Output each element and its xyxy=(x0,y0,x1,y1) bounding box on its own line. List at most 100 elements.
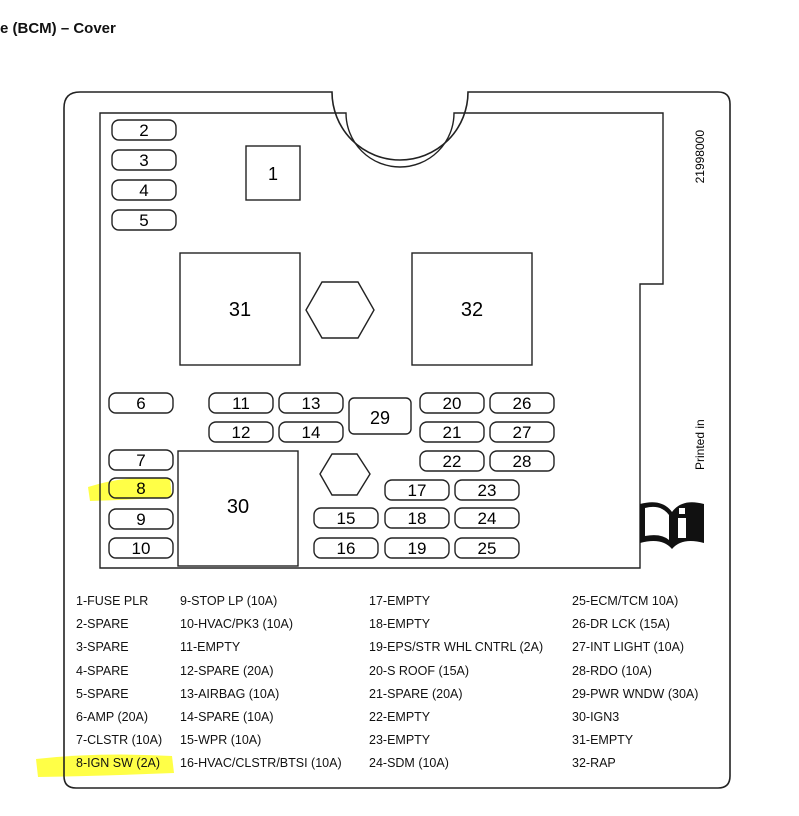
fuse-24: 24 xyxy=(454,507,520,529)
legend-item: 5-SPARE xyxy=(76,686,129,701)
fuse-label: 16 xyxy=(337,539,356,558)
legend-item: 25-ECM/TCM 10A) xyxy=(572,594,679,608)
fuse-label: 19 xyxy=(408,539,427,558)
fuse-10: 10 xyxy=(108,537,174,559)
fuse-label: 18 xyxy=(408,509,427,528)
fuse-label: 7 xyxy=(136,451,145,470)
fuse-label: 14 xyxy=(302,423,321,442)
fuse-label: 21 xyxy=(443,423,462,442)
relay-label: 30 xyxy=(227,496,249,518)
legend-item: 12-SPARE (20A) xyxy=(180,663,274,678)
legend-item: 26-DR LCK (15A) xyxy=(572,617,670,632)
fuse-14: 14 xyxy=(278,421,344,443)
legend-item: 29-PWR WNDW (30A) xyxy=(572,686,699,701)
legend-item: 1-FUSE PLR xyxy=(76,594,149,608)
fuse-25: 25 xyxy=(454,537,520,559)
legend-item: 32-RAP xyxy=(572,756,616,771)
fuse-19: 19 xyxy=(384,537,450,559)
legend-item: 24-SDM (10A) xyxy=(369,756,449,771)
fuse-16: 16 xyxy=(313,537,379,559)
relay-label: 32 xyxy=(461,299,483,321)
fuse-18: 18 xyxy=(384,507,450,529)
legend-item: 17-EMPTY xyxy=(369,594,431,608)
legend-item: 11-EMPTY xyxy=(180,640,241,655)
legend-item: 7-CLSTR (10A) xyxy=(76,733,163,748)
legend-item: 28-RDO (10A) xyxy=(572,663,652,678)
fuse-label: 10 xyxy=(132,539,151,558)
legend-item: 22-EMPTY xyxy=(369,710,431,725)
part-number: 21998000 xyxy=(693,130,707,184)
fuse-label: 12 xyxy=(232,423,251,442)
legend-item: 9-STOP LP (10A) xyxy=(180,594,278,608)
relay-32: 32 xyxy=(411,252,533,366)
relay-label: 31 xyxy=(229,299,251,321)
fuse-label: 13 xyxy=(302,394,321,413)
fuse-label: 5 xyxy=(139,211,148,230)
legend-item: 13-AIRBAG (10A) xyxy=(180,686,280,701)
relay-31: 31 xyxy=(179,252,301,366)
fuse-label: 24 xyxy=(478,509,497,528)
fuse-13: 13 xyxy=(278,392,344,414)
relay-label: 1 xyxy=(268,164,278,184)
fuse-17: 17 xyxy=(384,479,450,501)
fuse-label: 22 xyxy=(443,452,462,471)
legend-item: 2-SPARE xyxy=(76,617,129,632)
legend-item: 15-WPR (10A) xyxy=(180,733,262,748)
legend-item: 6-AMP (20A) xyxy=(76,710,149,725)
fuse-label: 15 xyxy=(337,509,356,528)
fuse-29: 29 xyxy=(348,397,412,435)
fuse-label: 3 xyxy=(139,151,148,170)
printed-in-label: Printed in xyxy=(693,419,707,470)
legend-item: 21-SPARE (20A) xyxy=(369,686,463,701)
fuse-8: 8 xyxy=(108,477,174,499)
fuse-label: 23 xyxy=(478,481,497,500)
legend-item: 23-EMPTY xyxy=(369,733,431,748)
fuse-3: 3 xyxy=(111,149,177,171)
fuse-21: 21 xyxy=(419,421,485,443)
fuse-label: 2 xyxy=(139,121,148,140)
highlight-legend-8 xyxy=(36,754,174,777)
fuse-label: 4 xyxy=(139,181,148,200)
legend-item: 14-SPARE (10A) xyxy=(180,710,274,725)
fuse-23: 23 xyxy=(454,479,520,501)
fuse-label: 28 xyxy=(513,452,532,471)
fuse-7: 7 xyxy=(108,449,174,471)
legend-item: 30-IGN3 xyxy=(572,710,620,725)
inner-frame xyxy=(99,112,664,569)
relay-30: 30 xyxy=(177,450,299,567)
hex-nut-upper xyxy=(305,281,375,339)
fuse-label: 17 xyxy=(408,481,427,500)
legend-column-2: 9-STOP LP (10A) 10-HVAC/PK3 (10A) 11-EMP… xyxy=(180,590,342,776)
fuse-6: 6 xyxy=(108,392,174,414)
fuse-4: 4 xyxy=(111,179,177,201)
fuse-9: 9 xyxy=(108,508,174,530)
fuse-15: 15 xyxy=(313,507,379,529)
manual-info-icon xyxy=(640,502,704,549)
legend-item: 31-EMPTY xyxy=(572,733,634,748)
fuse-5: 5 xyxy=(111,209,177,231)
fuse-2: 2 xyxy=(111,119,177,141)
fuse-label: 11 xyxy=(232,394,250,413)
legend-item: 19-EPS/STR WHL CNTRL (2A) xyxy=(369,640,544,655)
fuse-label: 9 xyxy=(136,510,145,529)
fuse-label: 6 xyxy=(136,394,145,413)
legend-item: 10-HVAC/PK3 (10A) xyxy=(180,617,294,632)
legend-item: 4-SPARE xyxy=(76,663,129,678)
fuse-label: 29 xyxy=(370,408,390,428)
cover-outline xyxy=(63,91,731,789)
fuse-label: 8 xyxy=(136,479,145,498)
fuse-label: 27 xyxy=(513,423,532,442)
fuse-11: 11 xyxy=(208,392,274,414)
page-title: e (BCM) – Cover xyxy=(0,20,116,37)
fuse-28: 28 xyxy=(489,450,555,472)
legend-item: 18-EMPTY xyxy=(369,617,431,632)
fuse-label: 26 xyxy=(513,394,532,413)
relay-1: 1 xyxy=(245,145,301,201)
hex-nut-lower xyxy=(319,453,371,496)
legend-item: 8-IGN SW (2A) xyxy=(76,756,161,771)
legend-column-3: 17-EMPTY 18-EMPTY 19-EPS/STR WHL CNTRL (… xyxy=(369,590,543,776)
legend-column-1: 1-FUSE PLR 2-SPARE 3-SPARE 4-SPARE 5-SPA… xyxy=(76,590,162,776)
legend-item: 16-HVAC/CLSTR/BTSI (10A) xyxy=(180,756,342,771)
legend-item: 20-S ROOF (15A) xyxy=(369,663,470,678)
